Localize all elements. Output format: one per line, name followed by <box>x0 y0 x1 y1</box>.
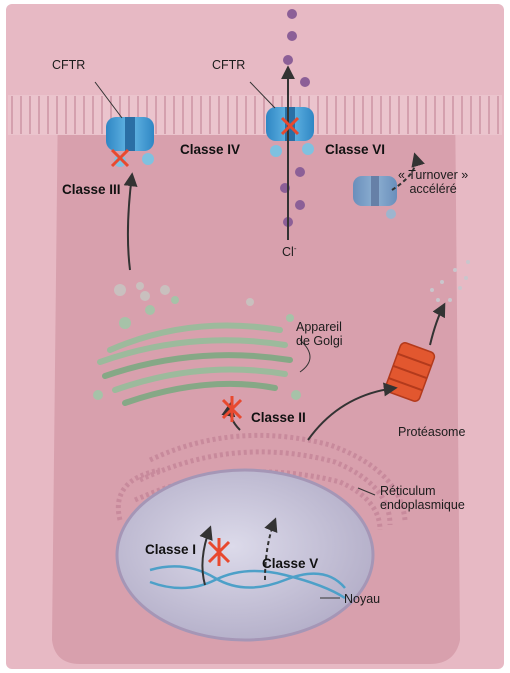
turnover-label: « Turnover » accéléré <box>398 168 468 197</box>
classe-iii-label: Classe III <box>62 182 121 198</box>
classe-vi-label: Classe VI <box>325 142 385 158</box>
reticulum-line2: endoplasmique <box>380 498 465 512</box>
golgi-line2: de Golgi <box>296 334 343 348</box>
classe-ii-label: Classe II <box>251 410 306 426</box>
turnover-line1: « Turnover » <box>398 168 468 182</box>
classe-i-label: Classe I <box>145 542 196 558</box>
classe-v-label: Classe V <box>262 556 318 572</box>
turnover-line2: accéléré <box>398 182 468 196</box>
classe-iv-label: Classe IV <box>180 142 240 158</box>
proteasome-label: Protéasome <box>398 425 465 439</box>
golgi-line1: Appareil <box>296 320 343 334</box>
reticulum-line1: Réticulum <box>380 484 465 498</box>
cftr-label-center: CFTR <box>212 58 245 72</box>
chloride-charge: - <box>294 244 297 253</box>
golgi-label: Appareil de Golgi <box>296 320 343 349</box>
cftr-label-left: CFTR <box>52 58 85 72</box>
reticulum-label: Réticulum endoplasmique <box>380 484 465 513</box>
chloride-label: Cl- <box>282 244 296 260</box>
noyau-label: Noyau <box>344 592 380 606</box>
chloride-symbol: Cl <box>282 245 294 259</box>
